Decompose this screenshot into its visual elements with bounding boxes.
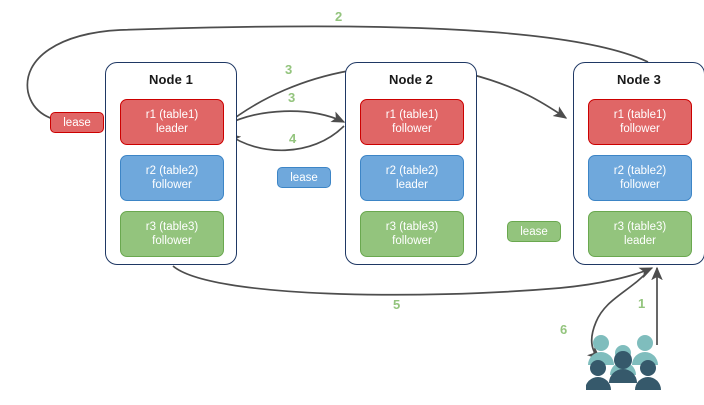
- step-label-1: 1: [638, 296, 646, 311]
- arrow-step-4-to-node1: [226, 125, 345, 152]
- node-1-replica-r2[interactable]: r2 (table2) follower: [120, 155, 224, 201]
- step-label-2: 2: [335, 9, 343, 24]
- node-1-title: Node 1: [149, 72, 193, 87]
- node-2-replica-r1[interactable]: r1 (table1) follower: [360, 99, 464, 145]
- node-2-replica-r3-name: r3 (table3): [385, 221, 439, 233]
- node-3-title: Node 3: [617, 72, 661, 87]
- node-3-replica-r2-role: follower: [620, 179, 660, 191]
- step-label-3a: 3: [285, 62, 293, 77]
- node-3-replica-r1[interactable]: r1 (table1) follower: [588, 99, 692, 145]
- node-1-replica-r3-name: r3 (table3): [145, 221, 199, 233]
- node-1-replica-r2-name: r2 (table2): [145, 165, 199, 177]
- node-2-replica-r3-role: follower: [392, 235, 432, 247]
- node-3[interactable]: Node 3 r1 (table1) follower r2 (table2) …: [573, 62, 704, 265]
- node-2-replica-r3[interactable]: r3 (table3) follower: [360, 211, 464, 257]
- step-label-6: 6: [560, 322, 568, 337]
- node-3-replica-r2[interactable]: r2 (table2) follower: [588, 155, 692, 201]
- node-1-replica-r1-role: leader: [156, 123, 188, 135]
- arrow-step-2: [26, 25, 649, 128]
- arrow-step-6: [586, 267, 652, 360]
- lease-badge-table1[interactable]: lease: [50, 112, 104, 133]
- node-1-replica-r1[interactable]: r1 (table1) leader: [120, 99, 224, 145]
- node-3-replica-r2-name: r2 (table2): [613, 165, 667, 177]
- node-1-replica-r2-role: follower: [152, 179, 192, 191]
- node-2-title: Node 2: [389, 72, 433, 87]
- node-2-replica-r1-role: follower: [392, 123, 432, 135]
- node-1-replica-r1-name: r1 (table1): [145, 109, 199, 121]
- node-2-replica-r2[interactable]: r2 (table2) leader: [360, 155, 464, 201]
- node-1-replica-r3-role: follower: [152, 235, 192, 247]
- people-icon: [586, 335, 661, 390]
- lease-badge-table3[interactable]: lease: [507, 221, 561, 242]
- lease-badge-table2[interactable]: lease: [277, 167, 331, 188]
- node-1[interactable]: Node 1 r1 (table1) leader r2 (table2) fo…: [105, 62, 237, 265]
- node-2-replica-r2-role: leader: [396, 179, 428, 191]
- node-3-replica-r3-name: r3 (table3): [613, 221, 667, 233]
- arrow-step-5: [172, 265, 654, 296]
- step-label-3b: 3: [288, 90, 296, 105]
- node-2-replica-r2-name: r2 (table2): [385, 165, 439, 177]
- step-label-5: 5: [393, 297, 401, 312]
- node-2[interactable]: Node 2 r1 (table1) follower r2 (table2) …: [345, 62, 477, 265]
- node-2-replica-r1-name: r1 (table1): [385, 109, 439, 121]
- node-3-replica-r3[interactable]: r3 (table3) leader: [588, 211, 692, 257]
- step-label-4: 4: [289, 131, 297, 146]
- node-1-replica-r3[interactable]: r3 (table3) follower: [120, 211, 224, 257]
- node-3-replica-r1-role: follower: [620, 123, 660, 135]
- node-3-replica-r1-name: r1 (table1): [613, 109, 667, 121]
- node-3-replica-r3-role: leader: [624, 235, 656, 247]
